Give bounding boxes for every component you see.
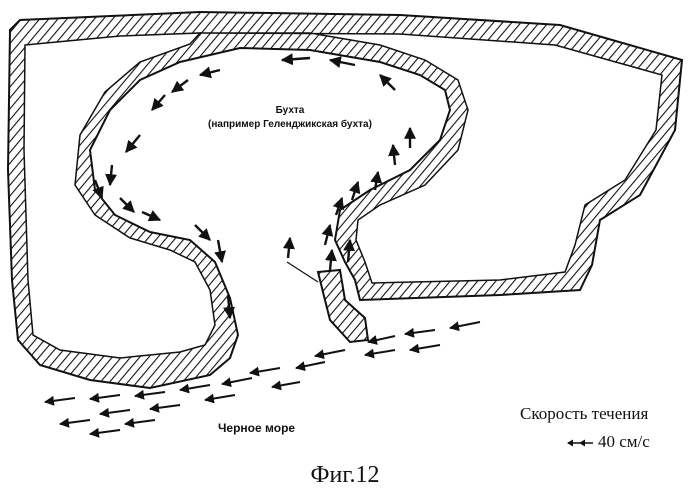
pointer-line <box>287 262 318 282</box>
bay-arrow <box>120 198 134 212</box>
sea-arrow <box>135 392 165 396</box>
bay-arrow <box>152 95 165 110</box>
bay-arrow <box>282 58 310 60</box>
bay-arrow <box>200 70 220 75</box>
bay-arrow <box>172 80 188 92</box>
sea-arrow <box>296 362 325 368</box>
bay-arrow <box>325 225 330 245</box>
sea-arrow <box>100 410 130 414</box>
sea-arrow <box>45 398 75 402</box>
bay-arrow <box>288 238 290 258</box>
bay-arrow <box>330 250 332 270</box>
sea-arrow <box>250 368 280 373</box>
legend-scale-value: 40 см/с <box>598 432 650 451</box>
sea-arrow <box>150 405 180 409</box>
sea-arrow <box>125 420 155 424</box>
legend-scale: 40 см/с <box>566 432 650 452</box>
bay-arrow <box>195 225 210 240</box>
sea-arrow <box>450 322 480 328</box>
sea-arrow <box>405 330 435 334</box>
bay-arrow <box>142 212 160 220</box>
bay-arrow <box>330 60 355 65</box>
bay-arrow <box>218 240 222 262</box>
sea-arrow <box>60 420 90 424</box>
bay-arrow <box>380 75 395 90</box>
sea-arrow <box>205 395 235 400</box>
figure-caption: Фиг.12 <box>0 462 690 489</box>
double-arrow-left-icon <box>566 437 594 449</box>
sea-arrow <box>90 430 120 434</box>
bay-arrow <box>393 145 395 165</box>
sea-arrow <box>368 336 395 342</box>
bay-arrow <box>126 135 140 152</box>
sea-arrow <box>365 350 395 355</box>
bay-name-label: Бухта <box>190 105 390 116</box>
sea-arrow <box>90 395 120 399</box>
bay-example-label: (например Геленджикская бухта) <box>140 119 440 130</box>
sea-arrow <box>410 345 440 350</box>
sea-name-label: Черное море <box>218 421 295 435</box>
sea-arrow <box>315 350 345 356</box>
sea-arrow <box>272 382 300 387</box>
sea-arrow <box>222 378 252 384</box>
bay-arrow <box>110 165 112 185</box>
sea-arrow <box>180 385 210 390</box>
legend-title: Скорость течения <box>520 404 648 424</box>
bay-arrow <box>352 182 358 200</box>
